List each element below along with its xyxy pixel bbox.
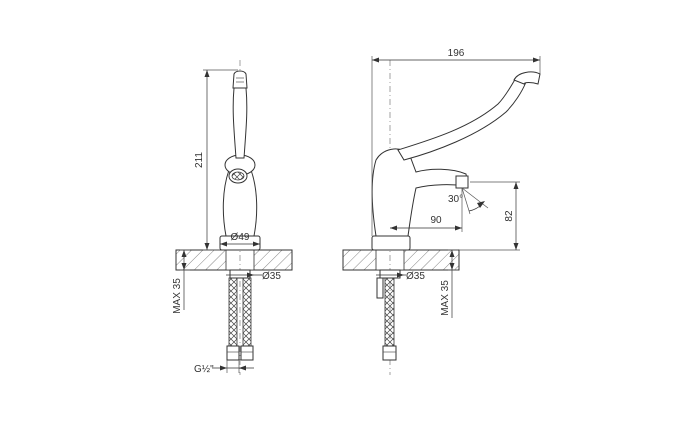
front-base-diameter-dimension: Ø49: [231, 232, 250, 243]
side-view: 196 90 82 30° Ø35 MAX 35: [342, 48, 541, 375]
side-lever: [397, 77, 527, 161]
side-width-dimension: 196: [448, 48, 465, 59]
front-hose-fitting-left: [226, 345, 240, 361]
side-lever-tip: [513, 71, 541, 85]
side-faucet-base: [371, 235, 411, 251]
front-view: 211 Ø49 Ø35 MAX 35 G½": [172, 60, 293, 375]
front-hose-right: [242, 277, 252, 347]
front-aerator-mesh: [231, 171, 245, 181]
front-max-depth-dimension: MAX 35: [172, 278, 183, 314]
front-hole-diameter-dimension: Ø35: [262, 271, 281, 282]
front-thread-dimension: G½": [194, 364, 214, 375]
side-angle-dimension: 30°: [448, 194, 463, 205]
side-max-depth-dimension: MAX 35: [440, 280, 451, 316]
side-spout-height-dimension: 82: [504, 210, 515, 222]
front-lever: [232, 87, 248, 159]
front-height-dimension: 211: [194, 152, 205, 168]
side-hose-fitting: [382, 345, 397, 361]
side-spout-reach-dimension: 90: [430, 215, 442, 226]
front-hose-fitting-right: [240, 345, 254, 361]
side-hose-stub: [376, 277, 384, 299]
front-lever-tip: [232, 70, 248, 89]
side-faucet-body: [371, 148, 469, 237]
side-spout-tip: [455, 175, 469, 189]
front-hose-left: [228, 277, 238, 347]
side-hose: [384, 277, 395, 347]
side-hole-diameter-dimension: Ø35: [406, 271, 425, 282]
